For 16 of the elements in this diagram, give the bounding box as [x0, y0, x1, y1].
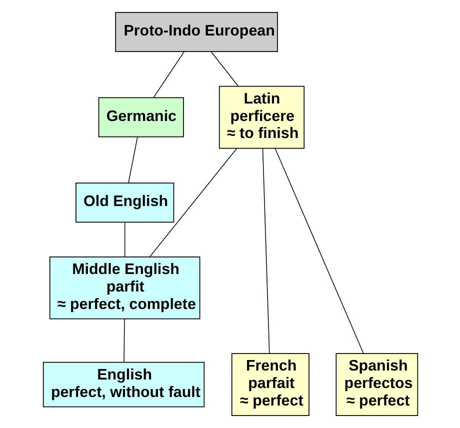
node-box: Old English: [75, 182, 174, 223]
connector: [152, 52, 184, 98]
node-box: Latin perficere ≈ to finish: [218, 86, 304, 149]
connector: [274, 148, 364, 354]
connector: [123, 318, 124, 363]
node-box: Germanic: [98, 97, 184, 138]
connector: [262, 148, 270, 354]
node-box: English perfect, without fault: [42, 362, 204, 408]
node-box: Spanish perfectos ≈ perfect: [335, 353, 418, 416]
connector: [148, 148, 236, 258]
connector: [128, 136, 138, 184]
node-box: Middle English parfit ≈ perfect, complete: [48, 256, 200, 320]
connector: [210, 52, 238, 86]
node-box: French parfait ≈ perfect: [230, 353, 309, 416]
connector: [124, 222, 125, 257]
node-box: Proto-Indo European: [114, 12, 278, 52]
